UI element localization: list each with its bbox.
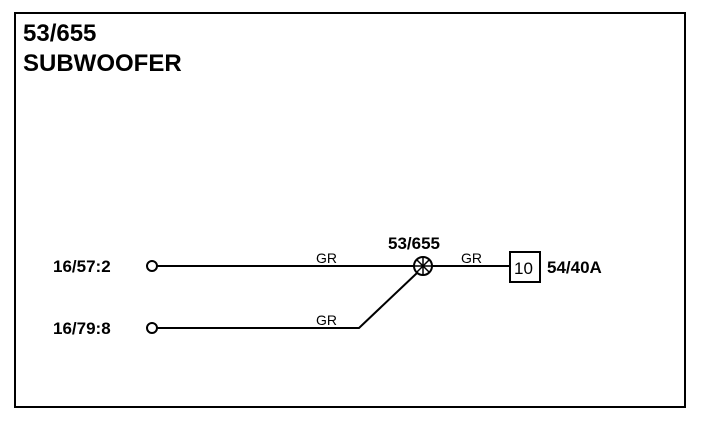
- wire-1-color: GR: [316, 250, 337, 266]
- wire-3-color: GR: [461, 250, 482, 266]
- connector-pin-box: [509, 251, 541, 283]
- connector-label: 54/40A: [547, 258, 602, 277]
- wire-2-color: GR: [316, 312, 337, 328]
- terminal-label-1: 16/57:2: [53, 257, 111, 276]
- diagram-title: SUBWOOFER: [23, 50, 182, 77]
- connector-pin-number: 10: [514, 259, 533, 278]
- terminal-2-node: [146, 322, 158, 334]
- wire-2: [157, 272, 418, 329]
- terminal-label-2: 16/79:8: [53, 319, 111, 338]
- splice-label: 53/655: [388, 234, 440, 253]
- diagram-id: 53/655: [23, 20, 97, 47]
- splice-icon: [413, 256, 433, 276]
- diagram-frame: [14, 12, 686, 408]
- terminal-1-node: [146, 260, 158, 272]
